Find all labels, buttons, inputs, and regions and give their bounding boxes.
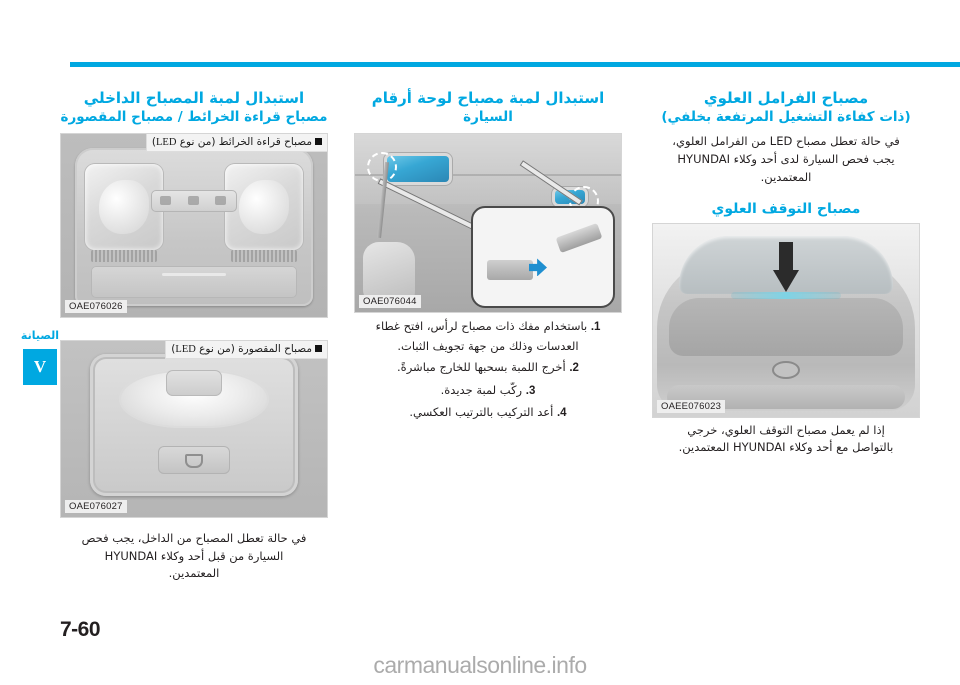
middle-section-title: استبدال لمبة مصباح لوحة أرقام السيارة (354, 88, 622, 126)
console-grille-right (231, 250, 297, 263)
list-item: 3. ركّب لمبة جديدة. (354, 381, 622, 400)
chapter-tab-letter: V (23, 348, 57, 385)
step-number: 1. (590, 321, 601, 334)
page-number: 7-60 (60, 618, 101, 641)
figure-license-plate-lamp-replacement: OAE076044 (354, 133, 622, 314)
chapter-tab-label: الصيانة (20, 329, 60, 342)
figure-code: OAEE076023 (657, 399, 726, 413)
hand-illustration (363, 242, 415, 305)
column-middle: استبدال لمبة مصباح لوحة أرقام السيارة OA… (354, 88, 622, 425)
middle-title-line1: استبدال لمبة مصباح لوحة أرقام (371, 89, 605, 107)
room-lamp-lens-core (166, 370, 222, 397)
list-item: 2. أخرج اللمبة بسحبها للخارج مباشرةً. (354, 358, 622, 377)
step-number: 3. (525, 384, 536, 397)
figure-map-lamp: مصباح قراءة الخرائط (من نوع LED) OAE0760… (60, 133, 328, 319)
figure-high-mounted-stop-lamp: OAEE076023 (652, 222, 920, 418)
step-text: أعد التركيب بالترتيب العكسي. (409, 405, 554, 420)
right-note-paragraph: إذا لم يعمل مصباح التوقف العلوي، خرجي با… (652, 422, 920, 457)
step-text: أخرج اللمبة بسحبها للخارج مباشرةً. (397, 360, 566, 375)
down-arrow-icon (773, 241, 799, 294)
bulb-socket (487, 260, 533, 281)
figure-room-lamp: مصباح المقصورة (من نوع LED) OAE076027 (60, 340, 328, 519)
console-grille-left (91, 250, 157, 263)
right-title-line1: مصباح الفرامل العلوي (703, 89, 869, 107)
left-note-line3: المعتمدين. (168, 565, 220, 580)
site-watermark: carmanualsonline.info (373, 652, 587, 678)
stop-lamp-strip (731, 291, 841, 299)
badge-ltr-text: LED (175, 344, 196, 356)
right-section-title: مصباح الفرامل العلوي (ذات كفاءة التشغيل … (652, 88, 920, 126)
left-note-paragraph: في حالة تعطل المصباح من الداخل، يجب فحص … (60, 530, 328, 582)
badge-prefix: مصباح قراءة الخرائط (من نوع (179, 136, 312, 149)
hyundai-emblem-icon (772, 360, 800, 379)
right-lead-line1: في حالة تعطل مصباح LED من الفرامل العلوي… (672, 134, 900, 149)
figure-code: OAE076027 (65, 500, 127, 514)
replacement-steps-list: 1. باستخدام مفك ذات مصباح لرأس، افتح غطا… (354, 317, 622, 422)
overhead-console (75, 148, 313, 307)
right-lead-line3: المعتمدين. (760, 170, 812, 185)
header-accent-rule (70, 62, 960, 67)
map-lamp-lens-left (85, 164, 163, 251)
console-button-left (160, 196, 171, 206)
step-text: باستخدام مفك ذات مصباح لرأس، افتح غطاء ا… (375, 319, 588, 353)
left-title-line2: مصباح قراءة الخرائط / مصباح المقصورة (60, 109, 328, 126)
badge-prefix: مصباح المقصورة (من نوع (199, 343, 312, 356)
right-title-line2: (ذات كفاءة التشغيل المرتفعة بخلفي) (661, 109, 911, 126)
right-note-line2: بالتواصل مع أحد وكلاء HYUNDAI المعتمدين. (678, 440, 894, 455)
room-lamp-housing (90, 354, 298, 497)
square-bullet-icon (315, 138, 322, 146)
left-note-line1: في حالة تعطل المصباح من الداخل، يجب فحص (81, 531, 307, 546)
lamp-lens-left (387, 156, 449, 183)
left-title-line1: استبدال لمبة المصباح الداخلي (83, 89, 305, 107)
step-text: ركّب لمبة جديدة. (440, 382, 523, 397)
figure-badge-room-lamp: مصباح المقصورة (من نوع LED) (165, 341, 327, 360)
left-note-line2: السيارة من قبل أحد وكلاء HYUNDAI (104, 548, 284, 563)
figure-badge-map-lamp: مصباح قراءة الخرائط (من نوع LED) (145, 134, 327, 153)
figure-code: OAE076026 (65, 300, 127, 314)
column-right: مصباح الفرامل العلوي (ذات كفاءة التشغيل … (652, 88, 920, 456)
chapter-tab: الصيانة V (18, 329, 62, 385)
column-left: استبدال لمبة المصباح الداخلي مصباح قراءة… (60, 88, 328, 582)
badge-ltr-text: LED (156, 137, 177, 149)
step-number: 4. (556, 407, 567, 420)
sunglass-tray (91, 266, 297, 299)
console-switch-bar (151, 190, 237, 213)
map-lamp-lens-right (225, 164, 303, 251)
list-item: 4. أعد التركيب بالترتيب العكسي. (354, 403, 622, 422)
room-lamp-switch (158, 446, 230, 475)
bulb-illustration (555, 223, 603, 254)
figure-code: OAE076044 (359, 295, 421, 309)
list-item: 1. باستخدام مفك ذات مصباح لرأس، افتح غطا… (354, 317, 622, 355)
step-number: 2. (569, 362, 579, 375)
badge-suffix: ) (151, 136, 157, 149)
square-bullet-icon (315, 345, 322, 353)
right-lead-paragraph: في حالة تعطل مصباح LED من الفرامل العلوي… (652, 133, 920, 186)
detail-callout (471, 206, 615, 309)
middle-title-line2: السيارة (463, 109, 513, 126)
right-note-line1: إذا لم يعمل مصباح التوقف العلوي، خرجي (687, 422, 885, 437)
trunk-deck (669, 297, 903, 356)
console-button-right (215, 196, 226, 206)
badge-suffix: ) (171, 343, 176, 356)
left-section-title: استبدال لمبة المصباح الداخلي مصباح قراءة… (60, 88, 328, 126)
right-lead-line2: يجب فحص السيارة لدى أحد وكلاء HYUNDAI (677, 152, 895, 167)
right-subsection-title: مصباح التوقف العلوي (711, 200, 861, 217)
console-button-center (188, 196, 199, 206)
